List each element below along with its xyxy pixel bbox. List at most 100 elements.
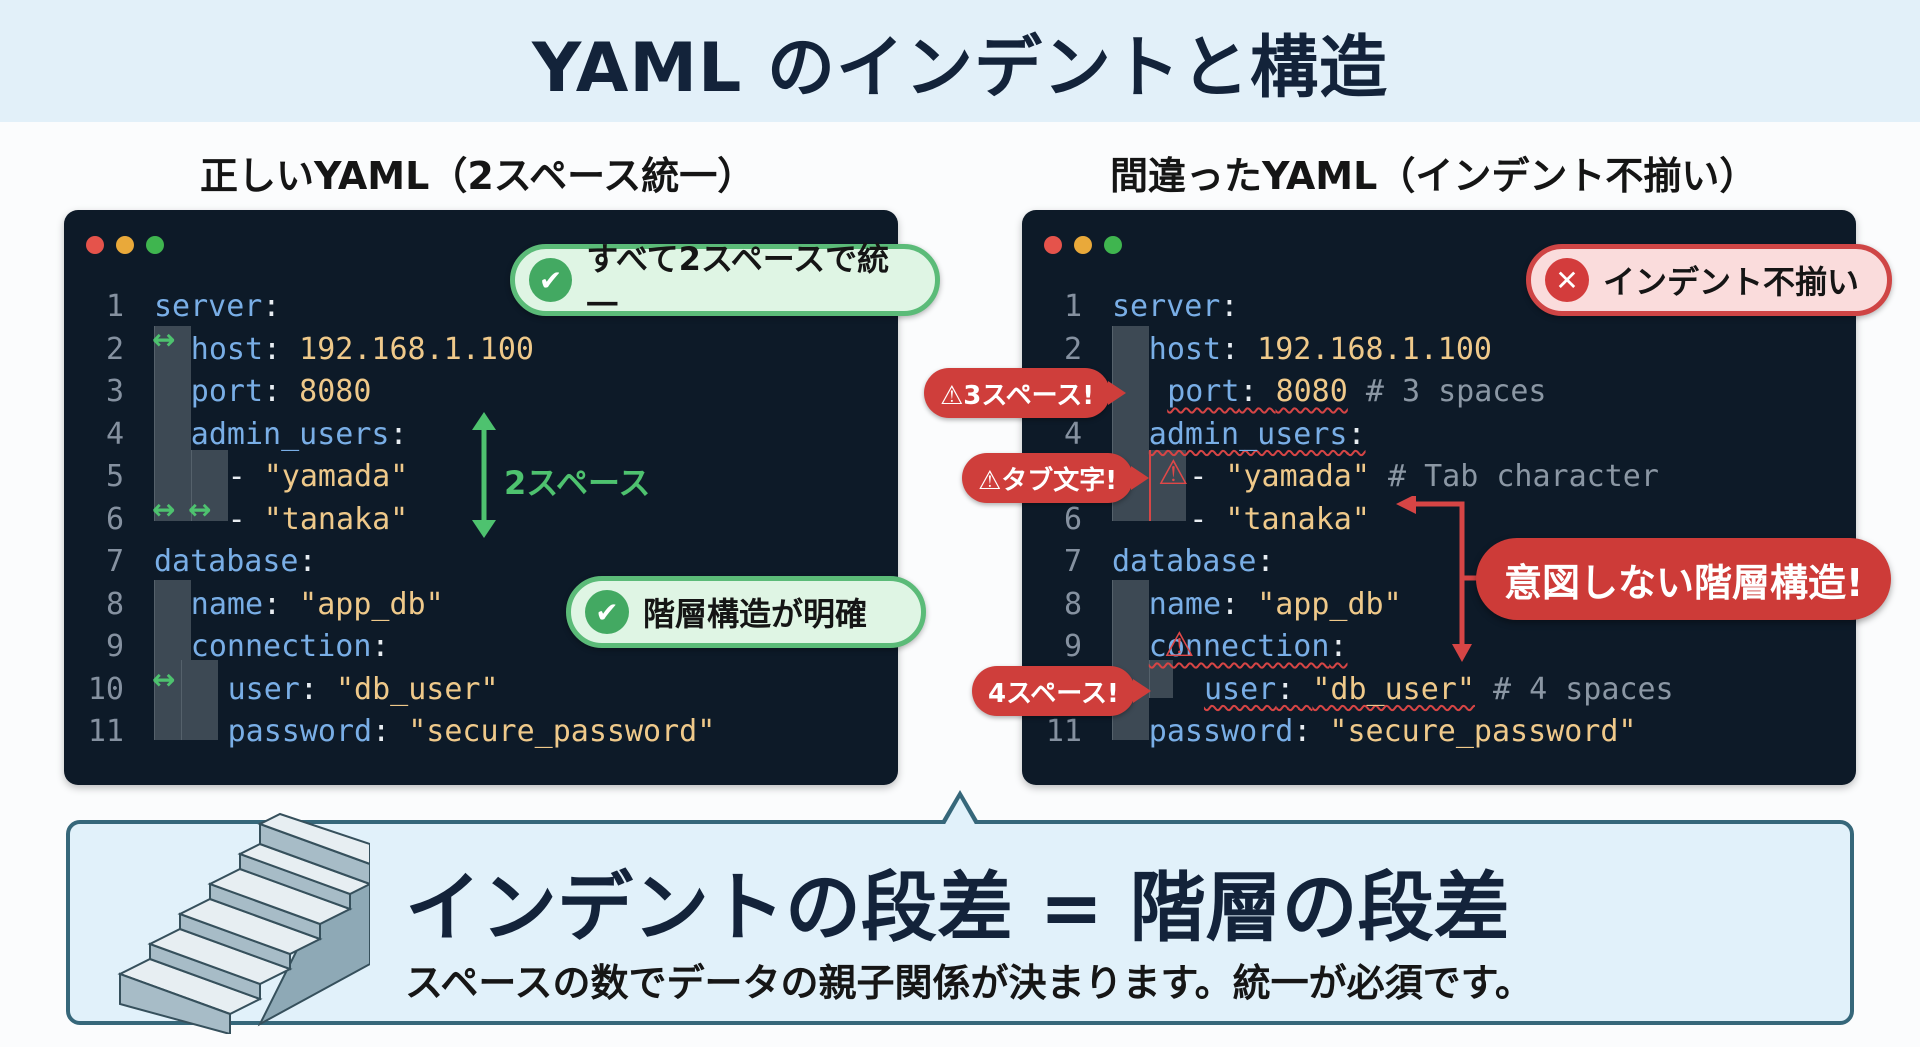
line-number: 4 bbox=[1063, 416, 1082, 452]
window-controls bbox=[86, 236, 164, 254]
yaml-key: port bbox=[1167, 374, 1240, 409]
yaml-key: connection bbox=[190, 629, 372, 664]
inconsistent-indent-badge-label: インデント不揃い bbox=[1603, 263, 1860, 301]
line-number: 6 bbox=[1063, 501, 1082, 537]
indent-arrow-icon: ↔ bbox=[188, 493, 212, 526]
yaml-key: name bbox=[1148, 586, 1222, 622]
yaml-sep: : bbox=[263, 586, 300, 622]
indent-guide bbox=[1112, 580, 1149, 740]
indent-guide bbox=[191, 450, 228, 521]
code-text: server: bbox=[154, 286, 280, 328]
close-dot-icon bbox=[86, 236, 104, 254]
unintended-hierarchy-callout: 意図しない階層構造! bbox=[1476, 538, 1892, 620]
line-number: 7 bbox=[1063, 544, 1082, 579]
code-text: connection: bbox=[191, 626, 390, 668]
line-number: 1 bbox=[105, 289, 124, 324]
tab-indent-guide bbox=[1149, 450, 1186, 521]
yaml-val: 8080 bbox=[1275, 374, 1348, 409]
warning-icon: ⚠ bbox=[1158, 453, 1189, 493]
line-number: 7 bbox=[105, 544, 124, 579]
yaml-key: server bbox=[1112, 289, 1221, 324]
line-number: 6 bbox=[105, 501, 124, 537]
yaml-sep: : bbox=[372, 714, 409, 749]
line-number: 8 bbox=[1063, 586, 1082, 622]
yaml-sep: : bbox=[263, 374, 300, 409]
yaml-val: "db_user" bbox=[1312, 671, 1475, 707]
clear-structure-badge-label: 階層構造が明確 bbox=[643, 595, 868, 633]
code-text: - "yamada" bbox=[228, 456, 409, 498]
yaml-sep: : bbox=[1293, 714, 1330, 749]
x-circle-icon: ✕ bbox=[1545, 258, 1589, 302]
wrong-yaml-heading: 間違ったYAML（インデント不揃い） bbox=[1110, 154, 1758, 198]
code-text: port: 8080 # 3 spaces bbox=[1167, 371, 1546, 413]
yaml-key: user bbox=[227, 671, 300, 707]
indent-guide bbox=[181, 660, 218, 740]
maximize-dot-icon bbox=[1104, 236, 1122, 254]
yaml-key: admin_users bbox=[1148, 416, 1348, 452]
minimize-dot-icon bbox=[1074, 236, 1092, 254]
hierarchy-bracket-arrow-icon bbox=[1396, 496, 1482, 662]
code-text: connection: bbox=[1149, 626, 1348, 668]
indent-annotation: 2スペース bbox=[504, 464, 651, 502]
page-title: YAML のインデントと構造 bbox=[531, 28, 1389, 108]
code-text: name: "app_db" bbox=[1149, 584, 1402, 626]
yaml-val: 8080 bbox=[299, 374, 372, 409]
yaml-key: host bbox=[1148, 331, 1222, 367]
code-text: host: 192.168.1.100 bbox=[1149, 329, 1492, 371]
yaml-sep: : bbox=[1220, 289, 1239, 324]
maximize-dot-icon bbox=[146, 236, 164, 254]
yaml-comment: # 4 spaces bbox=[1474, 671, 1674, 707]
minimize-dot-icon bbox=[116, 236, 134, 254]
yaml-val: "tanaka" bbox=[263, 501, 409, 537]
uniform-badge-label: すべて2スペースで統一 bbox=[586, 240, 890, 324]
header: YAML のインデントと構造 bbox=[0, 0, 1920, 122]
yaml-sep: : bbox=[262, 289, 281, 324]
line-number: 11 bbox=[1045, 714, 1082, 749]
yaml-comment: # 3 spaces bbox=[1347, 374, 1547, 409]
code-text: user: "db_user" bbox=[228, 669, 499, 711]
yaml-sep: - bbox=[1189, 501, 1226, 537]
code-text: password: "secure_password" bbox=[1149, 711, 1637, 753]
yaml-val: "db_user" bbox=[335, 671, 499, 707]
yaml-sep: : bbox=[389, 416, 408, 452]
yaml-val: 192.168.1.100 bbox=[299, 331, 534, 367]
close-dot-icon bbox=[1044, 236, 1062, 254]
yaml-sep: : bbox=[1239, 374, 1276, 409]
code-text: database: bbox=[1112, 541, 1275, 583]
summary-box: インデントの段差 = 階層の段差 スペースの数でデータの親子関係が決まります。統… bbox=[66, 812, 1854, 1034]
yaml-val: 192.168.1.100 bbox=[1257, 331, 1492, 367]
code-text: - "tanaka" bbox=[1189, 499, 1370, 541]
indent-arrow-icon: ↔ bbox=[152, 493, 176, 526]
code-text: password: "secure_password" bbox=[228, 711, 716, 753]
yaml-key: server bbox=[154, 289, 263, 324]
code-text: name: "app_db" bbox=[191, 584, 444, 626]
indent-arrow-icon: ↔ bbox=[152, 663, 176, 696]
yaml-key: host bbox=[190, 331, 264, 367]
correct-yaml-heading: 正しいYAML（2スペース統一） bbox=[200, 154, 756, 198]
yaml-sep: : bbox=[1329, 629, 1348, 664]
line-number: 9 bbox=[105, 629, 124, 664]
yaml-sep: : bbox=[1256, 544, 1275, 579]
yaml-val: "secure_password" bbox=[1329, 714, 1637, 749]
code-text: host: 192.168.1.100 bbox=[191, 329, 534, 371]
code-text: - "tanaka" bbox=[228, 499, 409, 541]
code-text: database: bbox=[154, 541, 317, 583]
yaml-sep: : bbox=[1347, 416, 1366, 452]
yaml-sep: : bbox=[371, 629, 390, 664]
yaml-comment: # Tab character bbox=[1369, 459, 1659, 494]
summary-pointer-fill bbox=[944, 798, 976, 826]
line-number: 5 bbox=[105, 459, 124, 494]
line-number: 2 bbox=[105, 331, 124, 367]
indent-arrow-icon: ↔ bbox=[152, 323, 176, 356]
check-circle-icon: ✔ bbox=[529, 258, 573, 302]
yaml-key: admin_users bbox=[190, 416, 390, 452]
yaml-key: connection bbox=[1148, 629, 1330, 664]
yaml-val: "yamada" bbox=[263, 459, 409, 494]
yaml-sep: : bbox=[1221, 586, 1258, 622]
line-number: 10 bbox=[87, 671, 124, 707]
inconsistent-indent-badge: ✕ インデント不揃い bbox=[1526, 244, 1892, 316]
yaml-sep: - bbox=[227, 501, 264, 537]
code-text: admin_users: bbox=[1149, 414, 1366, 456]
yaml-val: "tanaka" bbox=[1225, 501, 1370, 537]
